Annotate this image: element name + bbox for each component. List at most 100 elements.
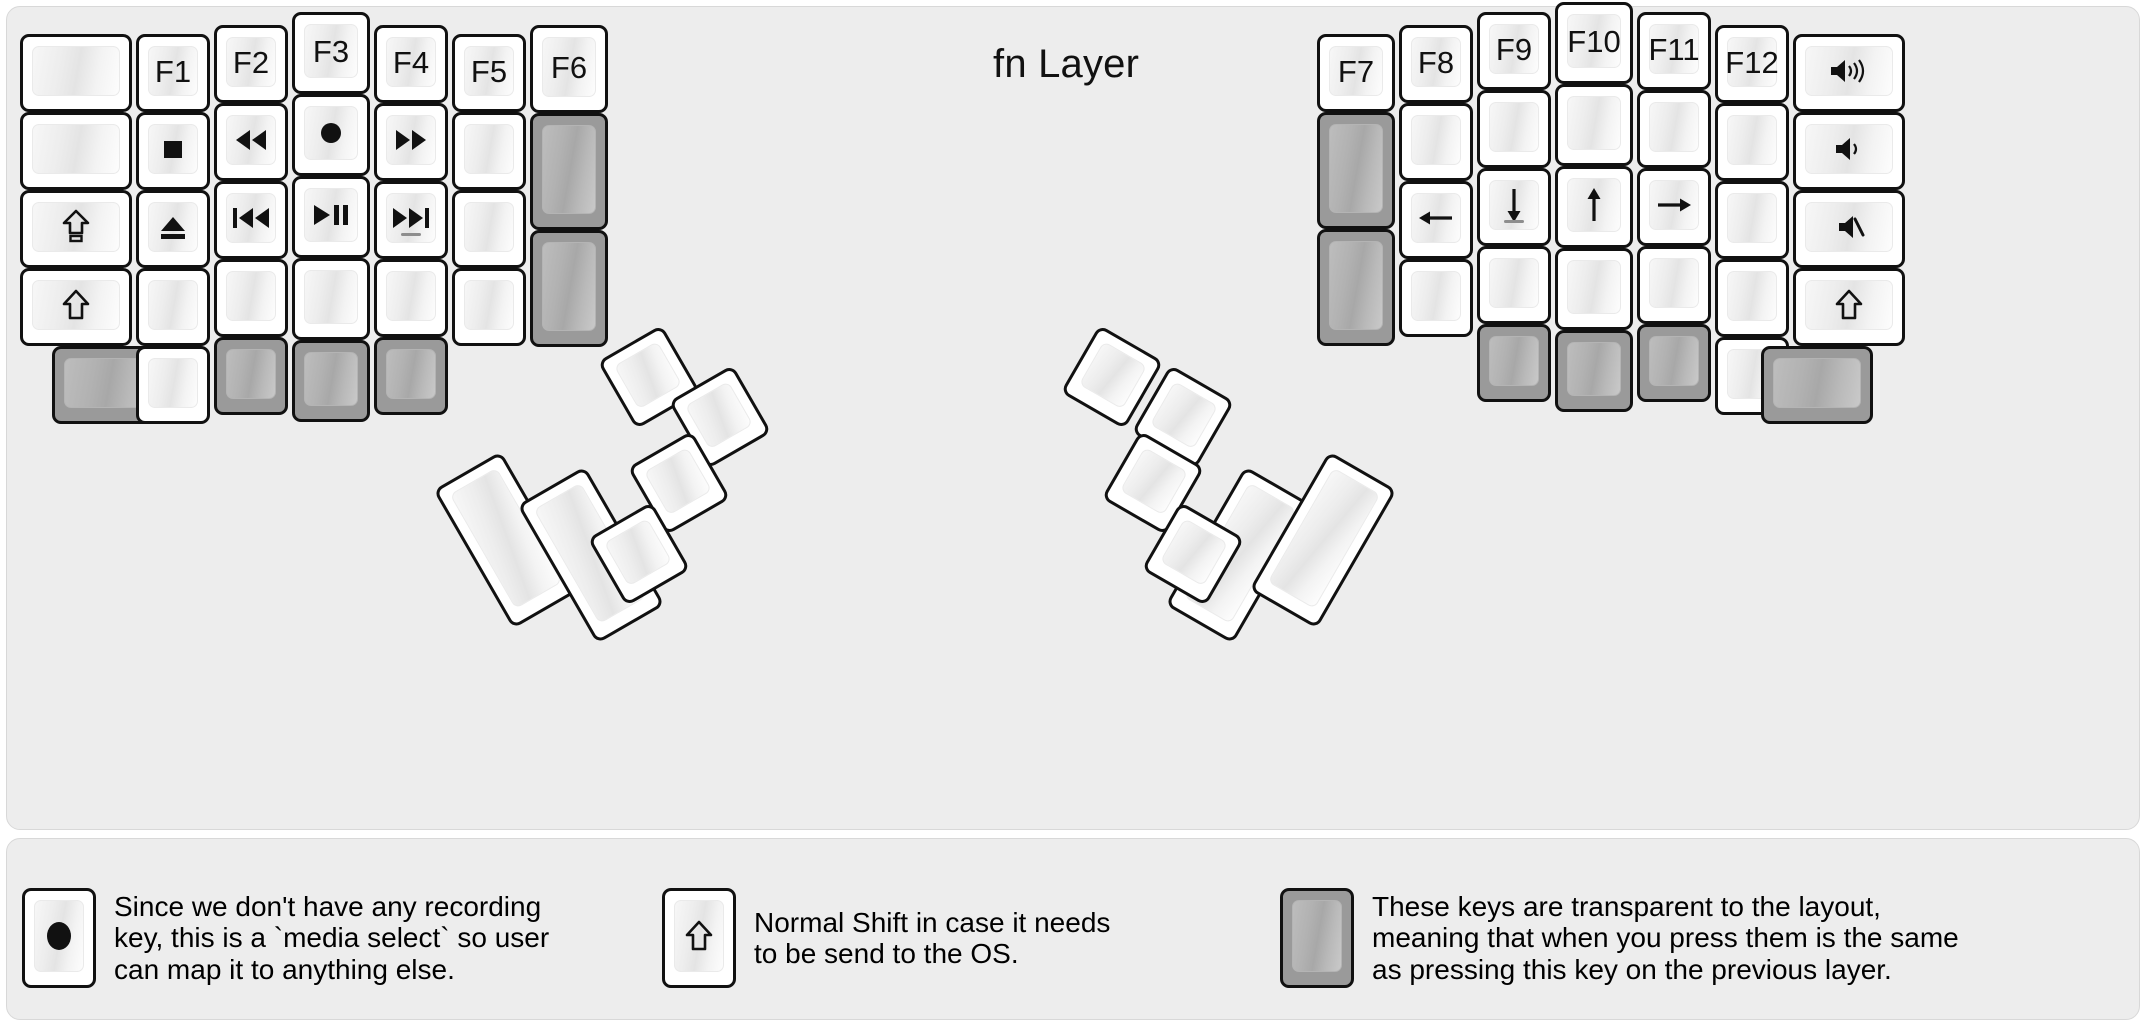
key-blank-l5r4[interactable] <box>374 259 448 337</box>
legend-item-1: Since we don't have any recording key, t… <box>22 888 549 988</box>
key-volume-down[interactable] <box>1793 112 1905 190</box>
key-f12[interactable]: F12 <box>1715 25 1789 103</box>
key-media-stop[interactable] <box>136 112 210 190</box>
key-label: F5 <box>470 53 508 89</box>
key-f11[interactable]: F11 <box>1637 12 1711 90</box>
legend-panel <box>6 838 2140 1020</box>
key-blank-r3r2[interactable] <box>1477 90 1551 168</box>
key-media-next[interactable] <box>374 181 448 259</box>
legend-text-2: Normal Shift in case it needs to be send… <box>754 906 1111 969</box>
key-arrow-up[interactable] <box>1555 166 1633 248</box>
key-transparent-l7r2[interactable] <box>530 113 608 230</box>
key-f7[interactable]: F7 <box>1317 34 1395 112</box>
key-blank-l1r1[interactable] <box>20 34 132 112</box>
key-blank-l4r4[interactable] <box>292 258 370 340</box>
key-media-fastforward-surface <box>386 115 436 165</box>
key-blank-l2r4[interactable] <box>136 268 210 346</box>
key-blank-r2r4[interactable] <box>1399 259 1473 337</box>
key-f12-surface: F12 <box>1725 37 1779 87</box>
key-f5-surface: F5 <box>464 46 514 96</box>
key-f7-surface: F7 <box>1329 46 1383 96</box>
key-media-fastforward[interactable] <box>374 103 448 181</box>
key-f10[interactable]: F10 <box>1555 2 1633 84</box>
key-blank-r6r2[interactable] <box>1715 103 1789 181</box>
key-volume-up[interactable] <box>1793 34 1905 112</box>
key-transparent-l5r5[interactable] <box>374 337 448 415</box>
key-transparent-r3r5[interactable] <box>1477 324 1551 402</box>
key-arrow-down-surface <box>1489 180 1539 230</box>
key-transparent-l3r5[interactable] <box>214 337 288 415</box>
key-transparent-r4r5[interactable] <box>1555 330 1633 412</box>
key-f4[interactable]: F4 <box>374 25 448 103</box>
key-shift-right[interactable] <box>1793 268 1905 346</box>
key-blank-l6r2[interactable] <box>452 112 526 190</box>
key-f9[interactable]: F9 <box>1477 12 1551 90</box>
legend-keycap-surface <box>674 900 724 972</box>
key-f5[interactable]: F5 <box>452 34 526 112</box>
thumb-r-sq-2-surface <box>1078 341 1148 410</box>
key-label: F12 <box>1725 44 1779 80</box>
key-f2[interactable]: F2 <box>214 25 288 103</box>
key-f1[interactable]: F1 <box>136 34 210 112</box>
key-blank-r2r2[interactable] <box>1399 103 1473 181</box>
key-media-prev[interactable] <box>214 181 288 259</box>
key-arrow-left[interactable] <box>1399 181 1473 259</box>
legend-item-2: Normal Shift in case it needs to be send… <box>662 888 1110 988</box>
media-rewind-icon <box>232 127 270 153</box>
thumb-l-sq-3-surface <box>643 447 713 516</box>
thumb-l-sq-1-surface <box>613 341 683 410</box>
key-transparent-r1r2[interactable] <box>1317 112 1395 229</box>
key-media-rewind-surface <box>226 115 276 165</box>
key-media-playpause-surface <box>304 188 358 242</box>
key-blank-l1r2[interactable] <box>20 112 132 190</box>
legend-keycap-surface <box>34 900 84 972</box>
key-media-eject[interactable] <box>136 190 210 268</box>
key-blank-r5r4[interactable] <box>1637 246 1711 324</box>
key-media-rewind[interactable] <box>214 103 288 181</box>
key-blank-l2r5[interactable] <box>136 346 210 424</box>
legend-keycap <box>662 888 736 988</box>
thumb-l-sq-4-surface <box>603 518 673 587</box>
media-prev-icon <box>230 205 272 231</box>
record-dot-icon <box>39 916 79 956</box>
key-transparent-r1r3[interactable] <box>1317 229 1395 346</box>
key-blank-r6r4[interactable] <box>1715 259 1789 337</box>
key-blank-r6r3-surface <box>1727 193 1777 243</box>
thumb-r-sq-4-surface <box>1159 518 1229 587</box>
key-blank-l6r4[interactable] <box>452 268 526 346</box>
key-transparent-l4r5[interactable] <box>292 340 370 422</box>
key-blank-r4r2[interactable] <box>1555 84 1633 166</box>
key-blank-r3r4[interactable] <box>1477 246 1551 324</box>
key-f6[interactable]: F6 <box>530 25 608 113</box>
shift-arrow-icon <box>62 288 90 322</box>
key-transparent-r5r5[interactable] <box>1637 324 1711 402</box>
key-media-playpause[interactable] <box>292 176 370 258</box>
key-f8[interactable]: F8 <box>1399 25 1473 103</box>
key-blank-l3r4[interactable] <box>214 259 288 337</box>
key-transparent-l7r3[interactable] <box>530 230 608 347</box>
key-f1-surface: F1 <box>148 46 198 96</box>
key-transparent-r7r5[interactable] <box>1761 346 1873 424</box>
key-blank-l6r3-surface <box>464 202 514 252</box>
key-arrow-down[interactable] <box>1477 168 1551 246</box>
arrow-right-icon <box>1654 192 1694 218</box>
key-label: F7 <box>1337 53 1375 89</box>
key-f4-surface: F4 <box>386 37 436 87</box>
key-volume-mute[interactable] <box>1793 190 1905 268</box>
key-blank-l6r3[interactable] <box>452 190 526 268</box>
key-f3[interactable]: F3 <box>292 12 370 94</box>
key-caps-lock[interactable] <box>20 190 132 268</box>
key-arrow-right-surface <box>1649 180 1699 230</box>
key-shift-left[interactable] <box>20 268 132 346</box>
key-blank-r4r4[interactable] <box>1555 248 1633 330</box>
key-blank-r5r2[interactable] <box>1637 90 1711 168</box>
key-volume-up-surface <box>1805 46 1893 96</box>
key-transparent-l5r5-surface <box>386 349 436 399</box>
key-media-record[interactable] <box>292 94 370 176</box>
key-blank-r6r3[interactable] <box>1715 181 1789 259</box>
key-blank-l4r4-surface <box>304 270 358 324</box>
key-blank-r3r4-surface <box>1489 258 1539 308</box>
key-label: F6 <box>550 49 588 85</box>
key-arrow-right[interactable] <box>1637 168 1711 246</box>
key-blank-r6r4-surface <box>1727 271 1777 321</box>
